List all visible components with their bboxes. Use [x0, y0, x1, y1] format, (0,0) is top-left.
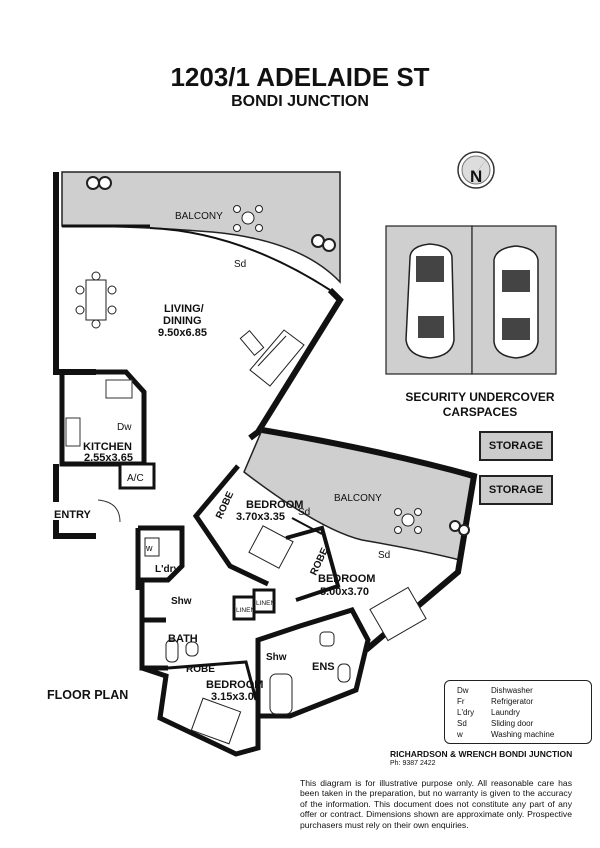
bedroom3-dims: 3.15x3.05	[211, 691, 260, 703]
linen2-box	[252, 588, 276, 614]
bed3-icon	[190, 697, 242, 745]
sofa-icon	[249, 329, 305, 387]
washing-machine-icon	[144, 537, 160, 557]
legend-value: Laundry	[491, 708, 520, 717]
living-dims: 9.50x6.85	[158, 327, 207, 339]
bedroom1-label: BEDROOM	[246, 499, 303, 511]
legend-row: w Washing machine	[445, 729, 591, 740]
ens-toilet-icon	[337, 663, 351, 683]
robe2-walls	[285, 525, 341, 602]
robe3-label: ROBE	[186, 664, 215, 675]
bedroom1-dims: 3.70x3.35	[236, 511, 285, 523]
compass-icon: N	[457, 151, 495, 189]
floor-plan-label: FLOOR PLAN	[47, 688, 129, 702]
kitchen-walls	[59, 369, 147, 467]
balcony-mid-chairs-icon	[394, 508, 470, 536]
bedroom2-label: BEDROOM	[318, 573, 375, 585]
property-suburb: BONDI JUNCTION	[231, 93, 369, 110]
bathtub-icon	[269, 673, 293, 715]
wall-entry	[53, 464, 96, 539]
kitchen-label: KITCHEN	[83, 441, 132, 453]
legend-value: Sliding door	[491, 719, 534, 728]
ensuite-walls	[255, 607, 371, 719]
bath-walls	[139, 620, 168, 671]
linen2-label: LINEN	[256, 600, 275, 607]
balcony-mid-label: BALCONY	[334, 493, 382, 504]
dining-table-icon	[75, 271, 117, 329]
legend-value: Refrigerator	[491, 697, 534, 706]
basin-icon	[185, 641, 199, 657]
laundry-label: L'dry	[155, 564, 179, 575]
legend-row: Sd Sliding door	[445, 718, 591, 729]
legend-key: w	[457, 730, 463, 739]
balcony-top-label: BALCONY	[175, 211, 223, 222]
storage-2: STORAGE	[479, 475, 553, 505]
toilet-icon	[165, 639, 179, 663]
bath-label: BATH	[168, 633, 198, 645]
dishwasher-label: Dw	[117, 422, 132, 433]
sd-top-label: Sd	[234, 259, 246, 270]
legend-key: Fr	[457, 697, 465, 706]
sliding-door-line	[149, 227, 331, 291]
ac-label: A/C	[127, 473, 144, 484]
shw1-label: Shw	[171, 596, 192, 607]
side-table-icon	[239, 330, 265, 356]
property-address: 1203/1 ADELAIDE ST	[170, 62, 430, 92]
legend-row: Dw Dishwasher	[445, 685, 591, 696]
sd-bed1-label: Sd	[298, 507, 310, 518]
living-label: LIVING/	[164, 303, 204, 315]
car-2-icon	[493, 245, 539, 359]
wall-living-east	[248, 287, 344, 441]
legend-key: Dw	[457, 686, 469, 695]
legend-row: Fr Refrigerator	[445, 696, 591, 707]
dining-label: DINING	[163, 315, 202, 327]
kitchen-dims: 2.55x3.65	[84, 452, 133, 464]
car-1-icon	[405, 243, 455, 359]
agency-name: RICHARDSON & WRENCH BONDI JUNCTION	[390, 749, 573, 759]
legend-box: Dw Dishwasher Fr Refrigerator L'dry Laundry…	[444, 680, 592, 744]
storage-1: STORAGE	[479, 431, 553, 461]
sd-bed2-label: Sd	[378, 550, 390, 561]
sink-icon	[105, 379, 133, 399]
bedroom2-dims: 5.00x3.70	[320, 586, 369, 598]
ac-box	[118, 462, 156, 490]
entry-door-swing	[97, 499, 121, 523]
linen1-label: LINEN	[236, 607, 255, 614]
agency-phone: Ph: 9387 2422	[390, 760, 436, 767]
ens-label: ENS	[312, 661, 335, 673]
legend-value: Dishwasher	[491, 686, 533, 695]
bedroom1-walls	[192, 464, 270, 587]
disclaimer-text: This diagram is for illustrative purpose…	[300, 778, 572, 830]
washer-label: w	[145, 543, 153, 553]
balcony-chairs-icon	[86, 176, 336, 252]
legend-key: L'dry	[457, 708, 475, 717]
entry-label: ENTRY	[54, 509, 92, 521]
bed2-icon	[369, 586, 427, 642]
shw2-label: Shw	[266, 652, 287, 663]
legend-key: Sd	[457, 719, 467, 728]
carspaces-label-line1: SECURITY UNDERCOVER	[405, 390, 555, 404]
carspaces-label-line2: CARSPACES	[442, 405, 518, 419]
cooktop-icon	[65, 417, 81, 447]
compass-label: N	[470, 167, 482, 186]
bedroom3-walls	[141, 665, 261, 757]
legend-row: L'dry Laundry	[445, 707, 591, 718]
bedroom3-label: BEDROOM	[206, 679, 263, 691]
ens-basin-icon	[319, 631, 335, 647]
legend-value: Washing machine	[491, 730, 555, 739]
robe3-walls	[167, 660, 258, 701]
bed1-icon	[248, 525, 294, 569]
